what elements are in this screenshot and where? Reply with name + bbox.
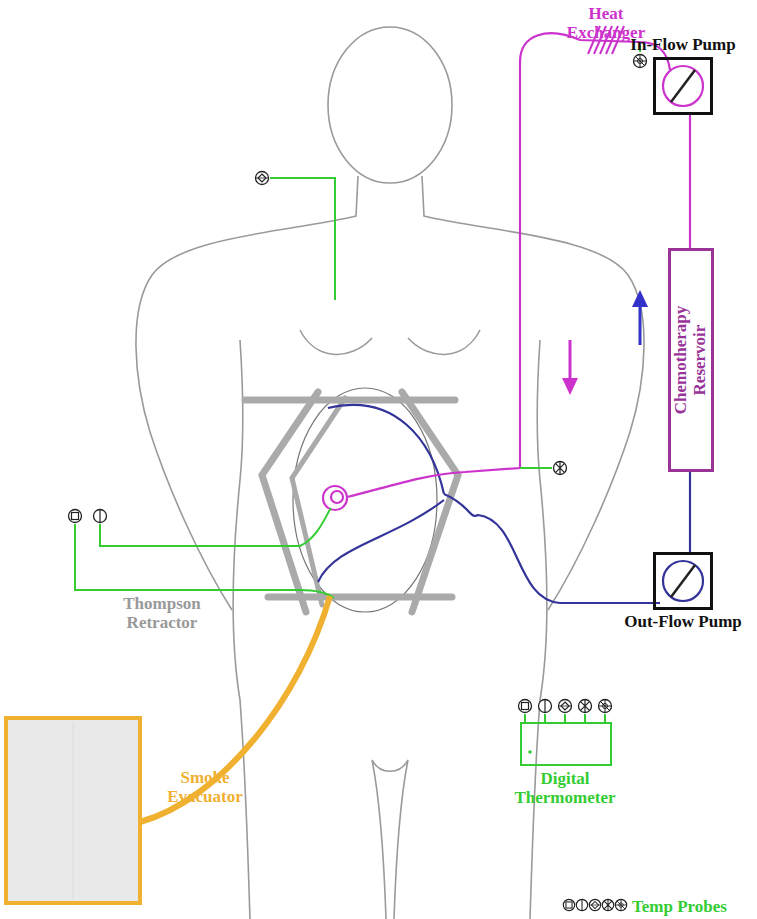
temp-probe-icon bbox=[554, 462, 567, 475]
temp-probe-icon bbox=[94, 510, 107, 523]
unit-panel-line bbox=[73, 722, 74, 899]
tubing-connector bbox=[689, 115, 691, 248]
inflow-tubing bbox=[323, 33, 703, 510]
temp-probe-icon bbox=[519, 700, 532, 713]
node-heading: Out-Flow Pump bbox=[618, 612, 748, 631]
flow-arrow bbox=[562, 290, 648, 395]
temp-probe-icon bbox=[539, 700, 552, 713]
reservoir-box: Chemotherapy Reservoir bbox=[668, 248, 714, 472]
pump-roller bbox=[671, 70, 695, 102]
temp-probe-icon bbox=[615, 899, 626, 910]
body-outline bbox=[136, 27, 644, 919]
node-label: Chemotherapy Reservoir bbox=[671, 290, 711, 430]
temp-probe-icon bbox=[634, 55, 647, 68]
temp-probe-icon bbox=[559, 700, 572, 713]
thermometer-box: Digital Thermometer bbox=[520, 722, 612, 766]
temp-probe-icon bbox=[589, 899, 600, 910]
thermometer-dot bbox=[528, 750, 532, 754]
temp-probe-icon bbox=[256, 172, 269, 185]
temp-probe-icon bbox=[576, 899, 587, 910]
smoke-evacuator-unit bbox=[6, 718, 140, 903]
temp-probe-icon bbox=[563, 899, 574, 910]
component-label: Thompson Retractor bbox=[92, 594, 232, 632]
temp-probe-icon bbox=[579, 700, 592, 713]
node-heading: Digital Thermometer bbox=[500, 769, 630, 807]
pump-box: In-Flow Pump bbox=[653, 57, 713, 115]
outflow-tubing bbox=[318, 405, 703, 603]
legend-title: Temp Probes bbox=[632, 897, 752, 916]
retractor-frame bbox=[245, 392, 458, 612]
component-label: Heat Exchanger bbox=[560, 4, 652, 42]
temp-probe-icon bbox=[599, 700, 612, 713]
temp-probe-icon bbox=[69, 510, 82, 523]
probe-wire bbox=[75, 45, 640, 722]
component-label: Smoke Evacuator bbox=[150, 768, 260, 806]
temp-probe-icon bbox=[602, 899, 613, 910]
pump-box: Out-Flow Pump bbox=[653, 552, 713, 610]
pump-roller bbox=[671, 565, 695, 597]
tubing-connector bbox=[689, 472, 691, 552]
